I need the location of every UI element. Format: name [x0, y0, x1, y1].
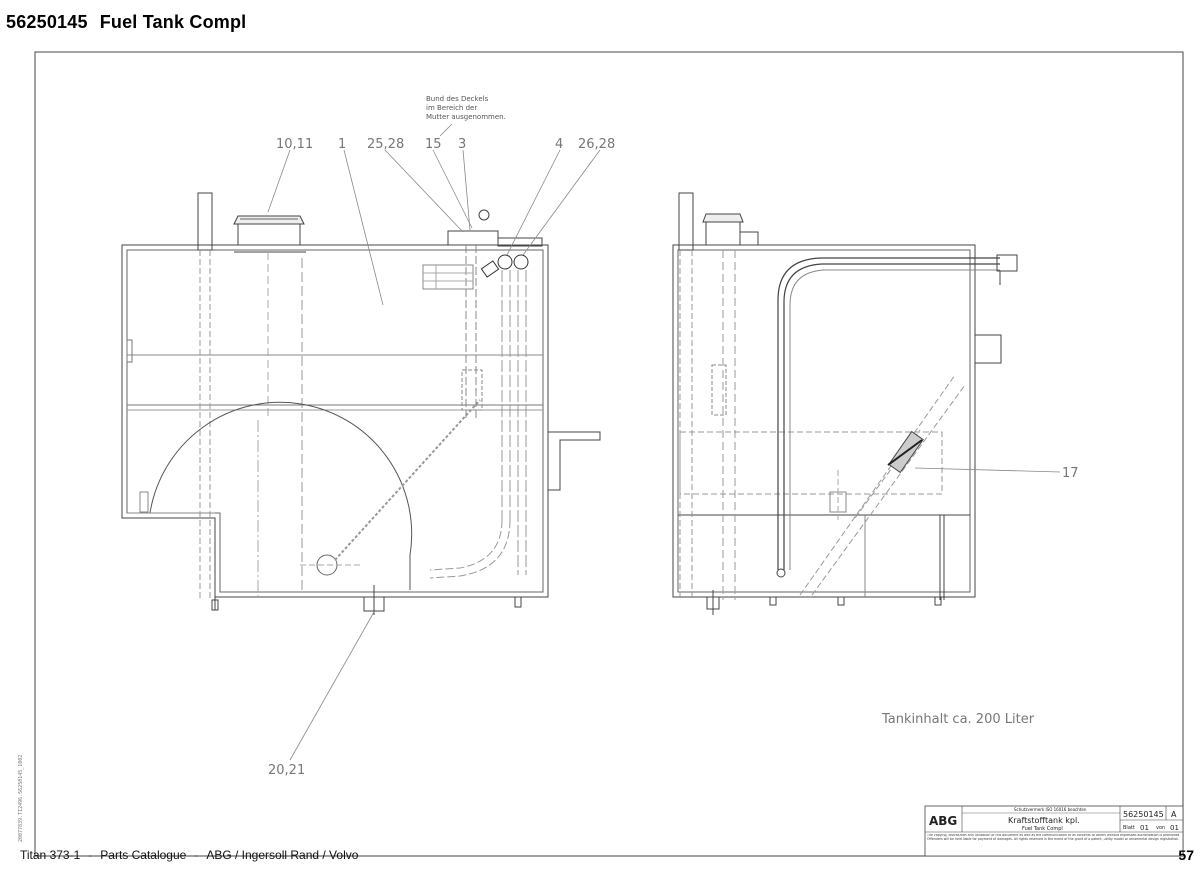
document-code: 20077839.TI2496.56250145_1002 [18, 754, 24, 842]
title-block: ABG Schutzvermerk ISO 16016 beachten Kra… [924, 805, 1184, 857]
title-block-protection: Schutzvermerk ISO 16016 beachten [1014, 807, 1087, 812]
footer: Titan 373-1-Parts Catalogue-ABG / Ingers… [20, 848, 358, 862]
callout-4: 4 [555, 137, 563, 152]
callout-26-28: 26,28 [578, 137, 615, 152]
leader-lines [267, 123, 1061, 761]
title-block-name-de: Kraftstofftank kpl. [1008, 816, 1080, 825]
page-title: 56250145 Fuel Tank Compl [6, 12, 246, 33]
callout-labels: 10,11 1 25,28 15 3 4 26,28 17 20,21 Bund… [268, 95, 1079, 778]
title-block-sheet-label: Blatt [1123, 825, 1135, 831]
callout-10-11: 10,11 [276, 137, 313, 152]
callout-25-28: 25,28 [367, 137, 404, 152]
capacity-note: Tankinhalt ca. 200 Liter [881, 712, 1035, 727]
front-view [121, 192, 601, 615]
title-block-legal: The copying, distribution and utilizatio… [927, 834, 1181, 841]
drawing-frame [34, 51, 1184, 857]
callout-20-21: 20,21 [268, 763, 305, 778]
title-block-revision: A [1171, 810, 1177, 819]
note-line-1: Bund des Deckels [426, 95, 489, 103]
note-line-2: im Bereich der [426, 104, 477, 112]
footer-maker: ABG / Ingersoll Rand / Volvo [206, 848, 359, 862]
footer-separator: - [88, 848, 93, 862]
title-block-sheets: 01 [1170, 824, 1179, 832]
title-block-drawing-no: 56250145 [1123, 810, 1164, 819]
part-title: Fuel Tank Compl [99, 12, 247, 32]
callout-17: 17 [1062, 466, 1079, 481]
callout-15: 15 [425, 137, 442, 152]
title-block-name-en: Fuel Tank Compl [1022, 826, 1063, 832]
footer-model: Titan 373-1 [20, 848, 81, 862]
callout-1: 1 [338, 137, 346, 152]
title-block-sheet: 01 [1140, 824, 1149, 832]
side-view [672, 192, 1018, 615]
title-block-of-label: von [1156, 825, 1165, 831]
footer-separator: - [194, 848, 199, 862]
callout-3: 3 [458, 137, 466, 152]
footer-catalogue: Parts Catalogue [100, 848, 187, 862]
title-block-logo: ABG [929, 814, 957, 828]
page-number: 57 [1178, 847, 1194, 863]
note-line-3: Mutter ausgenommen. [426, 113, 506, 121]
part-number: 56250145 [6, 12, 88, 32]
